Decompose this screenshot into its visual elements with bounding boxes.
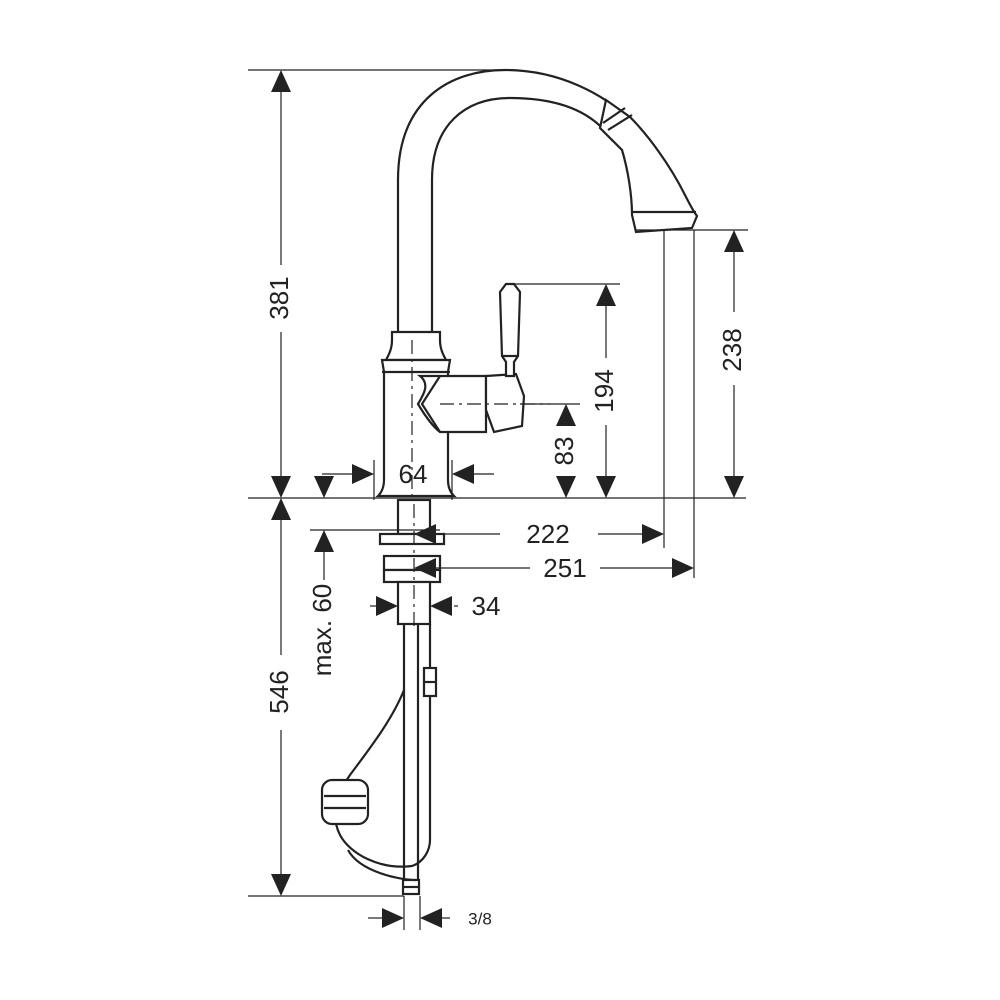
handle-mount-cone xyxy=(420,375,441,433)
body-collar xyxy=(384,330,448,362)
arrow-64-right xyxy=(452,464,474,484)
label-381: 381 xyxy=(264,276,294,319)
faucet-outline xyxy=(320,68,699,896)
label-83: 83 xyxy=(549,437,579,466)
lever-knob xyxy=(484,372,526,434)
dimension-labels: 381 546 238 194 83 max. 60 64 222 251 34… xyxy=(264,276,747,928)
label-222: 222 xyxy=(526,519,569,549)
label-194: 194 xyxy=(589,369,619,412)
arrow-194-bottom xyxy=(596,476,616,498)
arrow-64-deck xyxy=(314,476,334,498)
arrow-max60-top xyxy=(314,530,334,552)
arrow-194-top xyxy=(596,284,616,306)
arrow-546-bottom xyxy=(271,874,291,896)
arrow-34-right xyxy=(430,596,452,616)
label-34: 34 xyxy=(472,591,501,621)
label-max60: max. 60 xyxy=(307,584,337,677)
pullout-hose-loop-inner xyxy=(347,849,417,882)
arrow-546-top xyxy=(271,498,291,520)
arrow-251-right xyxy=(672,558,694,578)
arrow-381-top xyxy=(271,70,291,92)
arrow-238-top xyxy=(724,230,744,252)
arrow-381-bottom xyxy=(271,476,291,498)
arrow-83-bottom xyxy=(556,476,576,498)
spray-head-band-2 xyxy=(607,114,633,131)
label-64: 64 xyxy=(399,459,428,489)
label-251: 251 xyxy=(543,553,586,583)
spray-head-band xyxy=(602,107,626,124)
lever-arm xyxy=(498,282,522,378)
mounting-nut xyxy=(378,532,446,546)
arrow-222-right xyxy=(642,524,664,544)
hose-weight xyxy=(320,778,370,826)
arrow-34-left xyxy=(376,596,398,616)
pullout-hose-loop xyxy=(333,624,432,868)
dimension-lines xyxy=(248,69,748,930)
arrow-64-left xyxy=(352,464,374,484)
label-546: 546 xyxy=(264,670,294,713)
arrow-thread-left xyxy=(382,908,404,928)
arrow-222-left xyxy=(414,524,436,544)
arrow-thread-right xyxy=(420,908,442,928)
arrow-83-top xyxy=(556,404,576,426)
label-238: 238 xyxy=(717,328,747,371)
arrow-238-bottom xyxy=(724,476,744,498)
label-thread: 3/8 xyxy=(468,909,492,928)
arrow-251-left xyxy=(414,558,436,578)
